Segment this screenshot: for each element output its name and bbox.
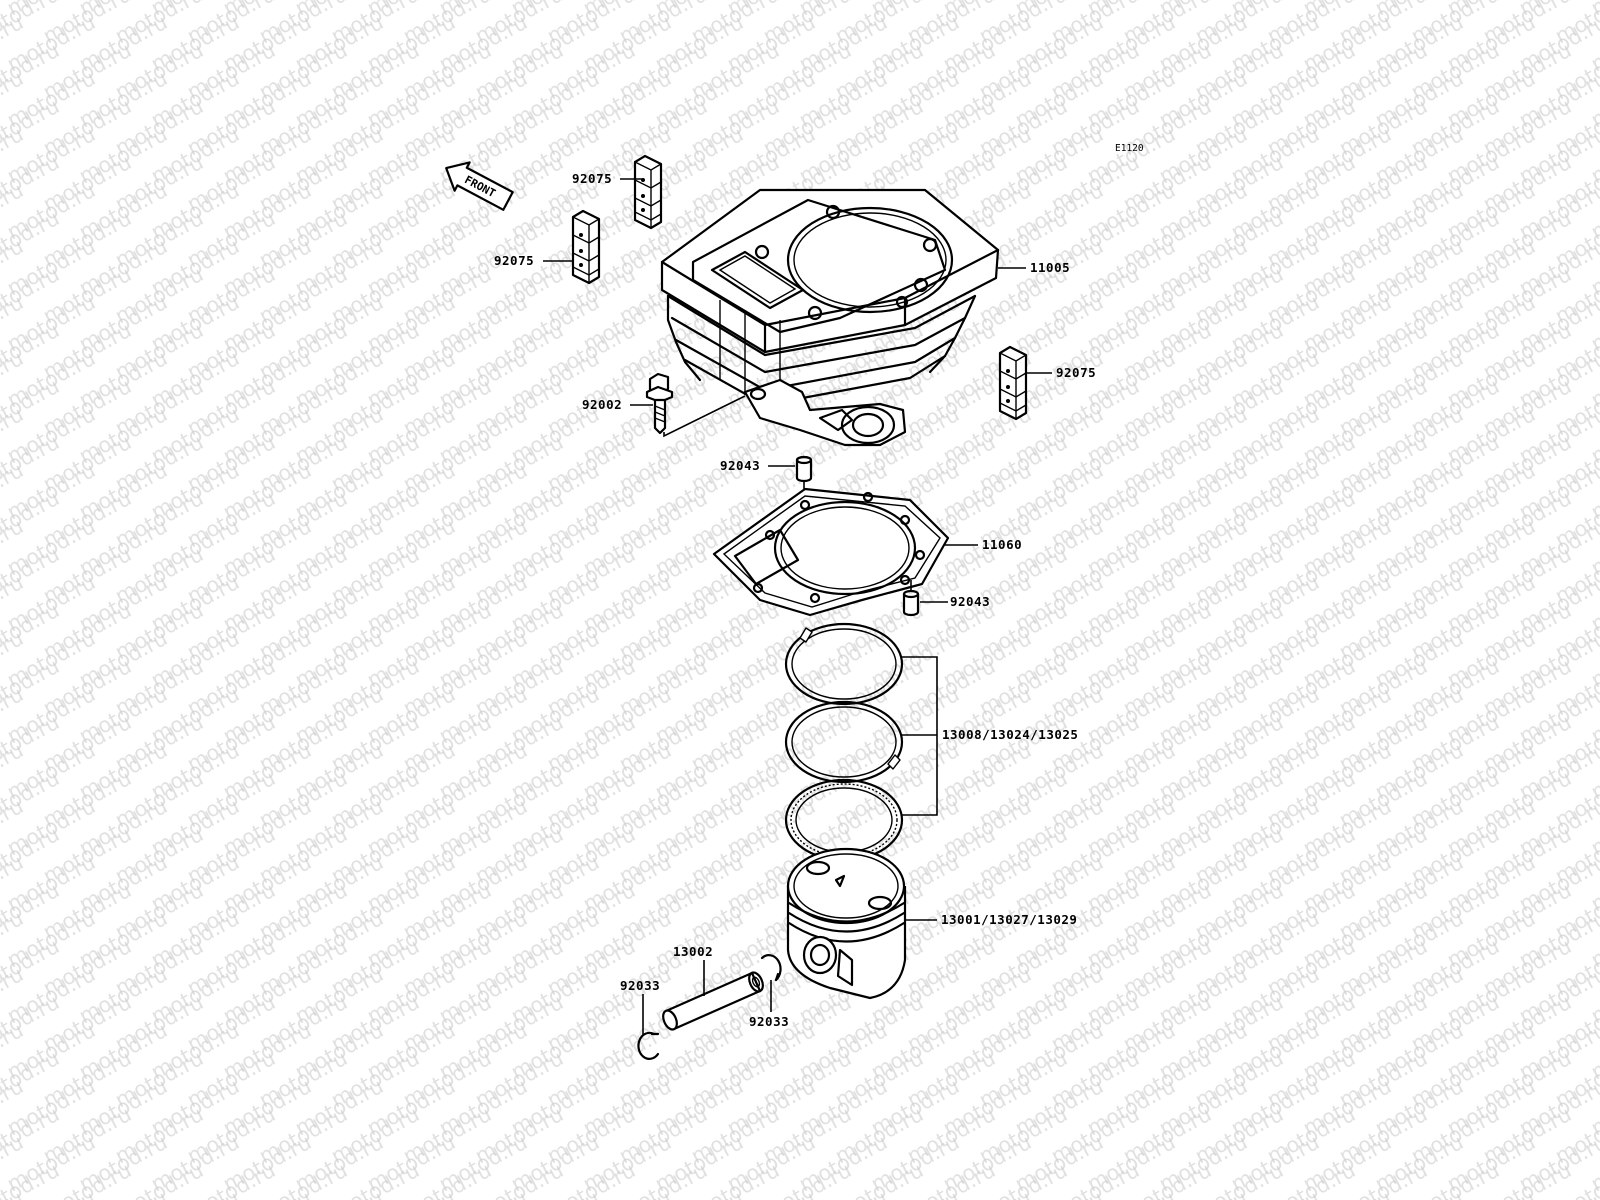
callout-clip-top: 92075 — [572, 171, 612, 186]
callout-piston-pin: 13002 — [673, 944, 713, 959]
callout-bolt: 92002 — [582, 397, 622, 412]
dowel-pin-top — [795, 455, 813, 483]
callout-gasket: 11060 — [982, 537, 1022, 552]
callout-dowel-bottom: 92043 — [950, 594, 990, 609]
rubber-damper-top — [633, 154, 663, 230]
callout-rings: 13008/13024/13025 — [942, 727, 1078, 742]
piston — [786, 847, 907, 1000]
callout-cylinder: 11005 — [1030, 260, 1070, 275]
callout-dowel-top: 92043 — [720, 458, 760, 473]
callout-piston: 13001/13027/13029 — [941, 912, 1077, 927]
callout-circlip-right: 92033 — [749, 1014, 789, 1029]
callout-clip-right: 92075 — [1056, 365, 1096, 380]
callout-circlip-left: 92033 — [620, 978, 660, 993]
rubber-damper-right — [998, 345, 1028, 421]
callout-clip-left: 92075 — [494, 253, 534, 268]
dowel-pin-bottom — [902, 589, 920, 617]
diagram-code: E1120 — [1115, 143, 1144, 154]
rubber-damper-left — [571, 209, 601, 285]
